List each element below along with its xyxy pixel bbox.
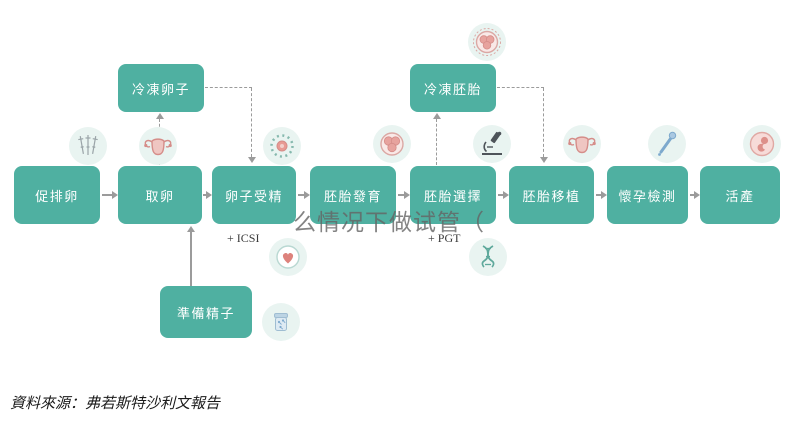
fertilization-icon [263,127,301,165]
syringes-icon [69,127,107,165]
step-label: 胚胎移植 [522,188,581,204]
dashed-line-frozen-eggs-down [251,88,252,157]
dna-icon [469,238,507,276]
step-box-embryo-development: 胚胎發育 [310,166,396,224]
dropper-icon [648,125,686,163]
branch-box-sperm-preparation: 準備精子 [160,286,252,338]
arrow-transfer-to-test [596,191,607,198]
step-box-embryo-selection: 胚胎選擇 [410,166,496,224]
arrow-sperm-preparation-up [190,232,192,286]
arrow-selection-to-transfer [498,191,509,198]
step-label: 取卵 [145,188,175,204]
step-label: 冷凍胚胎 [423,81,482,97]
uterus-icon [139,127,177,165]
arrow-ovulation-to-retrieval [102,191,118,198]
step-label: 準備精子 [176,305,235,321]
branch-box-frozen-eggs: 冷凍卵子 [118,64,204,112]
step-box-pregnancy-test: 懷孕檢測 [607,166,688,224]
uterus-icon [563,125,601,163]
step-box-ovulation-induction: 促排卵 [14,166,100,224]
arrow-test-to-birth [690,191,700,198]
baby-icon [743,125,781,163]
step-label: 胚胎選擇 [423,188,482,204]
arrow-retrieval-to-fertilization [203,191,212,198]
arrow-development-to-selection [398,191,410,198]
pgt-note: + PGT [428,231,461,245]
sperm-sample-icon [262,303,300,341]
embryo-icon [373,125,411,163]
blastocyst-icon [468,23,506,61]
dashed-line-frozen-embryos-down [543,88,544,157]
dashed-line-frozen-eggs-right [205,87,252,88]
step-box-live-birth: 活產 [700,166,780,224]
step-box-embryo-transfer: 胚胎移植 [509,166,594,224]
source-note: 資料來源：弗若斯特沙利文報告 [10,396,221,412]
microscope-icon [473,125,511,163]
icsi-note: + ICSI [227,231,260,245]
step-label: 促排卵 [35,188,79,204]
arrowhead-up-frozen-embryos [433,113,441,119]
arrowhead-up-frozen-eggs [156,113,164,119]
arrow-fertilization-to-development [298,191,310,198]
watermark-text: 么情况下做试管（ [293,209,485,235]
step-label: 胚胎發育 [323,188,382,204]
embryo-dish-icon [269,238,307,276]
step-label: 卵子受精 [224,188,283,204]
arrowhead-down-to-fertilization [248,157,256,163]
step-box-fertilization: 卵子受精 [212,166,296,224]
step-label: 懷孕檢測 [618,188,677,204]
arrowhead-down-to-transfer [540,157,548,163]
arrowhead-up-sperm-preparation [187,226,195,232]
step-box-egg-retrieval: 取卵 [118,166,202,224]
dashed-line-frozen-embryos-right [497,87,544,88]
step-label: 冷凍卵子 [131,81,190,97]
branch-box-frozen-embryos: 冷凍胚胎 [410,64,496,112]
step-label: 活產 [725,188,755,204]
dashed-arrow-selection-to-frozen-embryos [436,119,437,165]
